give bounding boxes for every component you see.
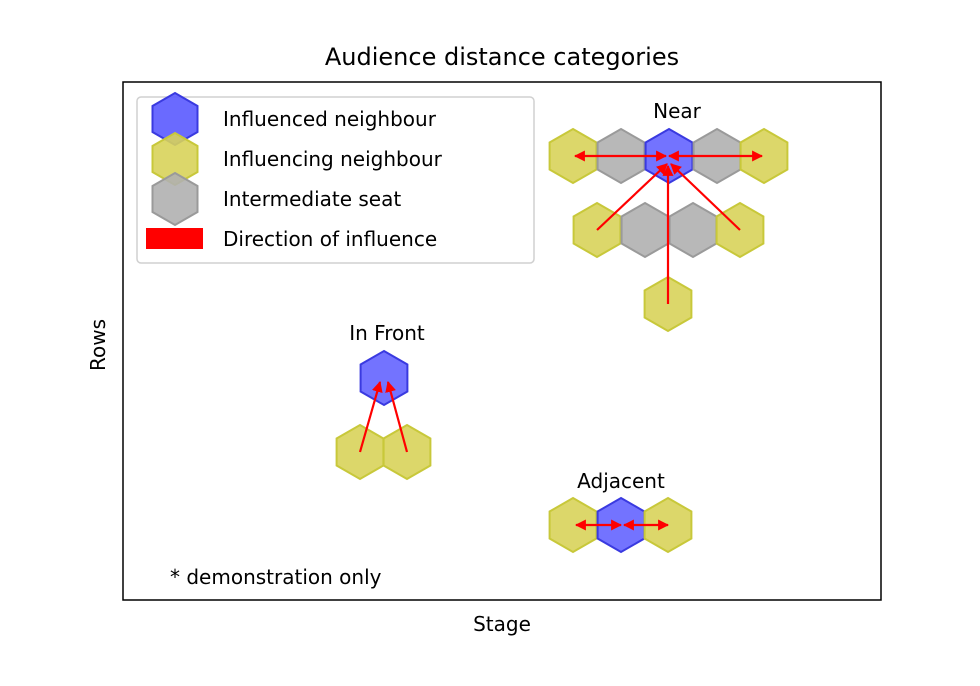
seat-influenced bbox=[359, 349, 409, 407]
y-axis-label: Rows bbox=[86, 319, 110, 371]
demonstration-note: * demonstration only bbox=[170, 565, 382, 589]
group-label-adjacent: Adjacent bbox=[577, 469, 665, 493]
group-label-in-front: In Front bbox=[349, 321, 425, 345]
arrow-front-left bbox=[358, 380, 383, 453]
arrow-near-diag-right bbox=[670, 163, 741, 231]
legend-label-2: Intermediate seat bbox=[223, 187, 401, 211]
legend-label-1: Influencing neighbour bbox=[223, 147, 443, 171]
legend-frame bbox=[136, 96, 535, 264]
plot-frame bbox=[122, 81, 882, 601]
seat-influencing bbox=[739, 127, 789, 185]
legend-label-0: Influenced neighbour bbox=[223, 107, 437, 131]
arrow-near-diag-left bbox=[596, 163, 668, 231]
diagram-title: Audience distance categories bbox=[325, 43, 679, 71]
seat-intermediate bbox=[620, 201, 670, 259]
seat-influencing bbox=[548, 127, 598, 185]
seat-influencing bbox=[548, 496, 598, 554]
arrow-layer bbox=[358, 150, 764, 531]
seat-intermediate bbox=[668, 201, 718, 259]
legend-label-3: Direction of influence bbox=[223, 227, 437, 251]
arrow-front-right bbox=[385, 380, 409, 453]
x-axis-label: Stage bbox=[473, 612, 531, 636]
legend-swatch-3 bbox=[146, 228, 203, 249]
legend-swatch-2 bbox=[151, 171, 199, 227]
group-label-near: Near bbox=[653, 99, 702, 123]
